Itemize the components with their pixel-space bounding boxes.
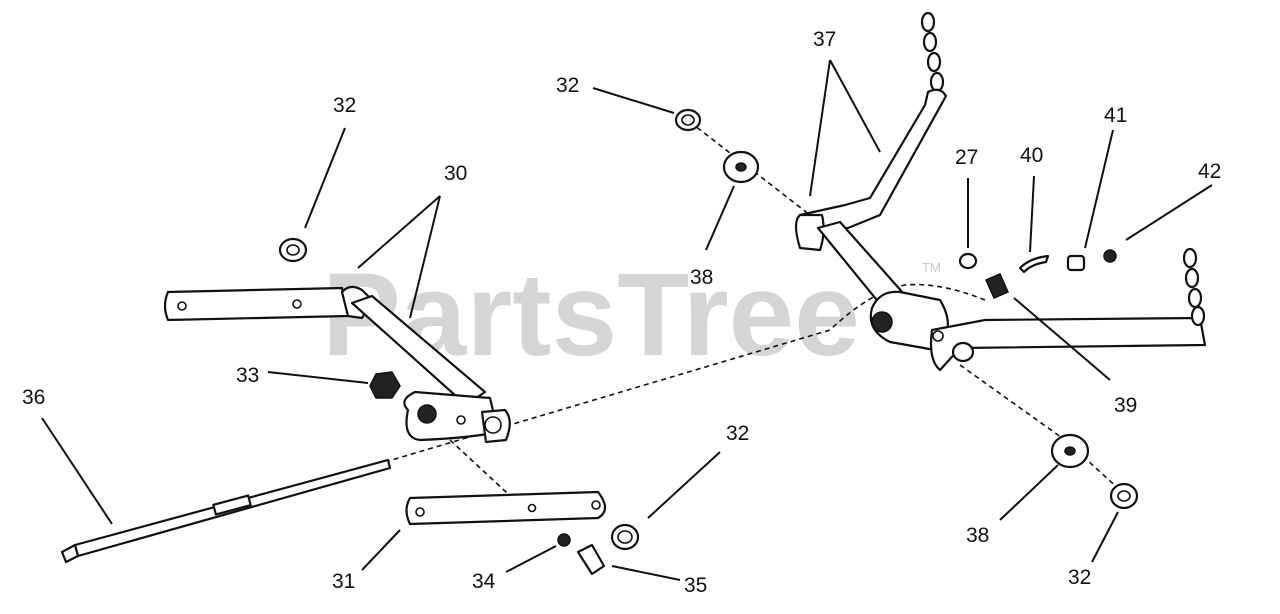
callout-36: 36	[22, 386, 45, 409]
cotter-pin-40	[1018, 254, 1050, 274]
callout-35: 35	[684, 574, 707, 597]
lift-arm-left	[163, 285, 511, 444]
callout-33: 33	[236, 364, 259, 387]
partstree-watermark: PartsTree	[322, 249, 860, 381]
leader-lines	[41, 59, 1213, 581]
callout-32-left: 32	[333, 94, 356, 117]
bushing-41	[1066, 254, 1086, 272]
hardware	[278, 108, 1139, 576]
callout-39: 39	[1114, 394, 1137, 417]
callout-31: 31	[332, 570, 355, 593]
callout-38-right: 38	[966, 524, 989, 547]
long-rod	[60, 458, 392, 564]
washer-27	[958, 252, 978, 270]
lift-arm-right	[794, 11, 1207, 372]
callout-37: 37	[813, 28, 836, 51]
callout-27: 27	[955, 146, 978, 169]
bolt-35	[576, 543, 606, 576]
nut	[369, 371, 401, 399]
link-bar	[405, 490, 607, 526]
chain-top	[920, 11, 945, 93]
nut-34	[557, 533, 571, 547]
callout-32-right: 32	[1068, 566, 1091, 589]
callout-32-bottom: 32	[726, 422, 749, 445]
trademark-mark: TM	[922, 260, 941, 275]
callout-labels: 32 30 32 38 33 36 37 27 40 41 42 39 32 3…	[22, 28, 1221, 597]
callout-41: 41	[1104, 104, 1127, 127]
callout-32-top: 32	[556, 74, 579, 97]
callout-40: 40	[1020, 144, 1043, 167]
chain-right	[1182, 247, 1206, 327]
callout-42: 42	[1198, 160, 1221, 183]
block-39	[985, 273, 1009, 299]
callout-30: 30	[444, 162, 467, 185]
callout-38-top: 38	[690, 266, 713, 289]
nut-42	[1103, 249, 1117, 263]
callout-34: 34	[472, 570, 496, 593]
